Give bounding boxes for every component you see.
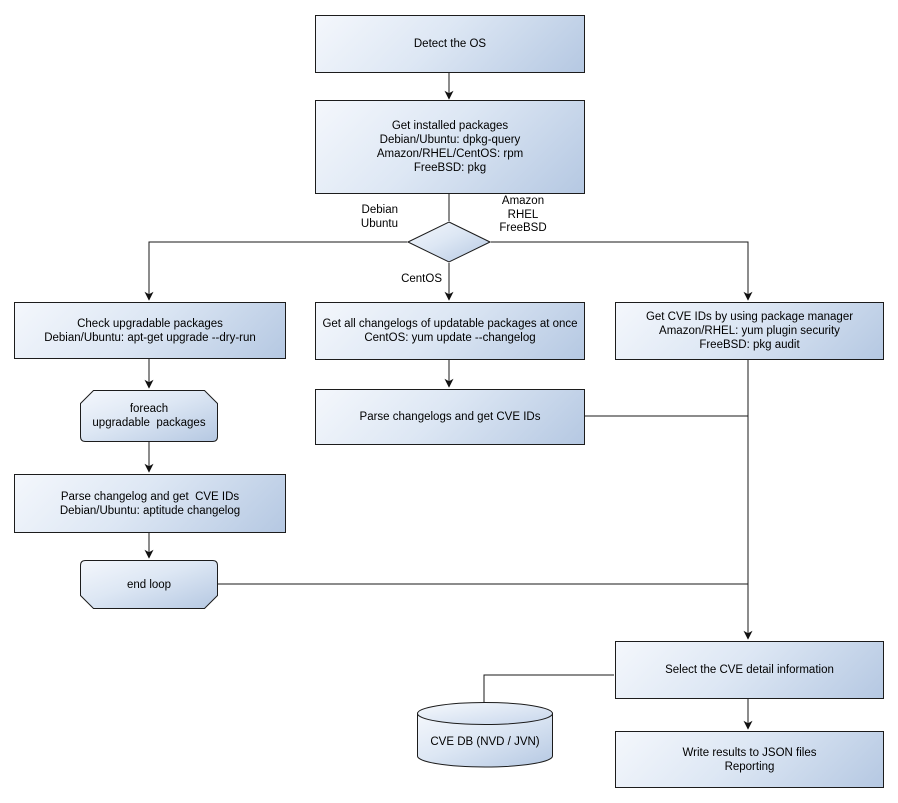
node-parse-changelog-debian-label: Parse changelog and get CVE IDs Debian/U… <box>59 490 241 517</box>
node-check-upgradable: Check upgradable packages Debian/Ubuntu:… <box>14 302 286 359</box>
node-end-loop: end loop <box>80 560 218 609</box>
node-get-installed-packages: Get installed packages Debian/Ubuntu: dp… <box>315 100 585 194</box>
connector-cvedb-to-select <box>483 674 614 707</box>
node-parse-changelogs-centos-label: Parse changelogs and get CVE IDs <box>359 411 541 423</box>
loop-start-shape <box>80 390 218 442</box>
connector-decision-to-get-cveids <box>491 241 753 301</box>
node-write-results: Write results to JSON files Reporting <box>615 731 884 788</box>
database-cylinder-shape <box>417 702 553 768</box>
node-get-cve-ids-pkg-manager: Get CVE IDs by using package manager Ama… <box>615 302 884 360</box>
node-get-all-changelogs-label: Get all changelogs of updatable packages… <box>322 318 578 344</box>
node-select-cve-detail: Select the CVE detail information <box>615 641 884 699</box>
node-cve-database-label: CVE DB (NVD / JVN) <box>430 735 540 748</box>
node-parse-changelogs-centos: Parse changelogs and get CVE IDs <box>315 389 585 445</box>
node-select-cve-detail-label: Select the CVE detail information <box>665 664 834 676</box>
node-foreach-loop-start: foreach upgradable packages <box>80 390 218 442</box>
node-os-decision <box>407 221 491 263</box>
edge-label-amazon-rhel-freebsd: Amazon RHEL FreeBSD <box>499 195 547 234</box>
edge-label-debian-ubuntu: Debian Ubuntu <box>360 204 398 230</box>
node-check-upgradable-label: Check upgradable packages Debian/Ubuntu:… <box>44 317 256 344</box>
connector-decision-to-check-upgradable <box>144 241 407 301</box>
node-get-installed-packages-label: Get installed packages Debian/Ubuntu: dp… <box>376 120 524 174</box>
node-parse-changelog-debian: Parse changelog and get CVE IDs Debian/U… <box>14 474 286 533</box>
node-foreach-label: foreach upgradable packages <box>92 403 206 429</box>
diamond-shape <box>407 221 491 263</box>
node-write-results-label: Write results to JSON files Reporting <box>682 746 817 773</box>
node-cve-database: CVE DB (NVD / JVN) <box>417 702 553 768</box>
node-get-cve-ids-pkg-manager-label: Get CVE IDs by using package manager Ama… <box>645 311 854 351</box>
node-get-all-changelogs: Get all changelogs of updatable packages… <box>315 302 585 360</box>
node-detect-os-label: Detect the OS <box>413 38 487 50</box>
node-detect-os: Detect the OS <box>315 15 585 73</box>
node-end-loop-label: end loop <box>126 578 172 591</box>
loop-end-shape <box>80 560 218 609</box>
edge-label-centos: CentOS <box>401 273 442 285</box>
